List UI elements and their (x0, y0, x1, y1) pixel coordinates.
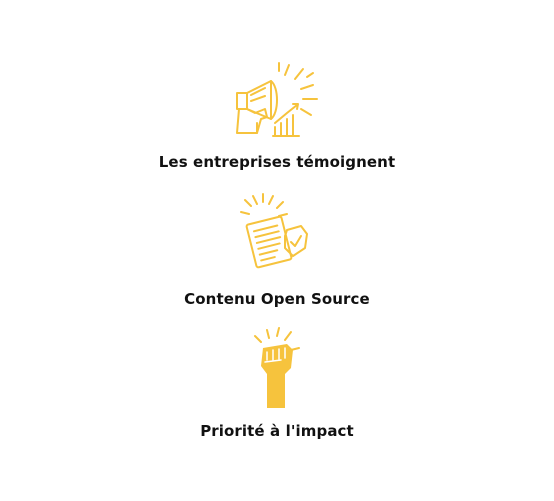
feature-label-testimonials: Les entreprises témoignent (158, 153, 396, 171)
raised-fist-icon (254, 327, 300, 408)
feature-testimonials: Les entreprises témoignent (0, 57, 554, 171)
feature-label-impact: Priorité à l'impact (200, 422, 354, 440)
feature-label-open-source: Contenu Open Source (184, 290, 370, 308)
feature-open-source: Contenu Open Source (0, 190, 554, 308)
document-badge-icon (240, 193, 308, 269)
feature-impact: Priorité à l'impact (0, 326, 554, 440)
megaphone-growth-icon (236, 62, 318, 137)
